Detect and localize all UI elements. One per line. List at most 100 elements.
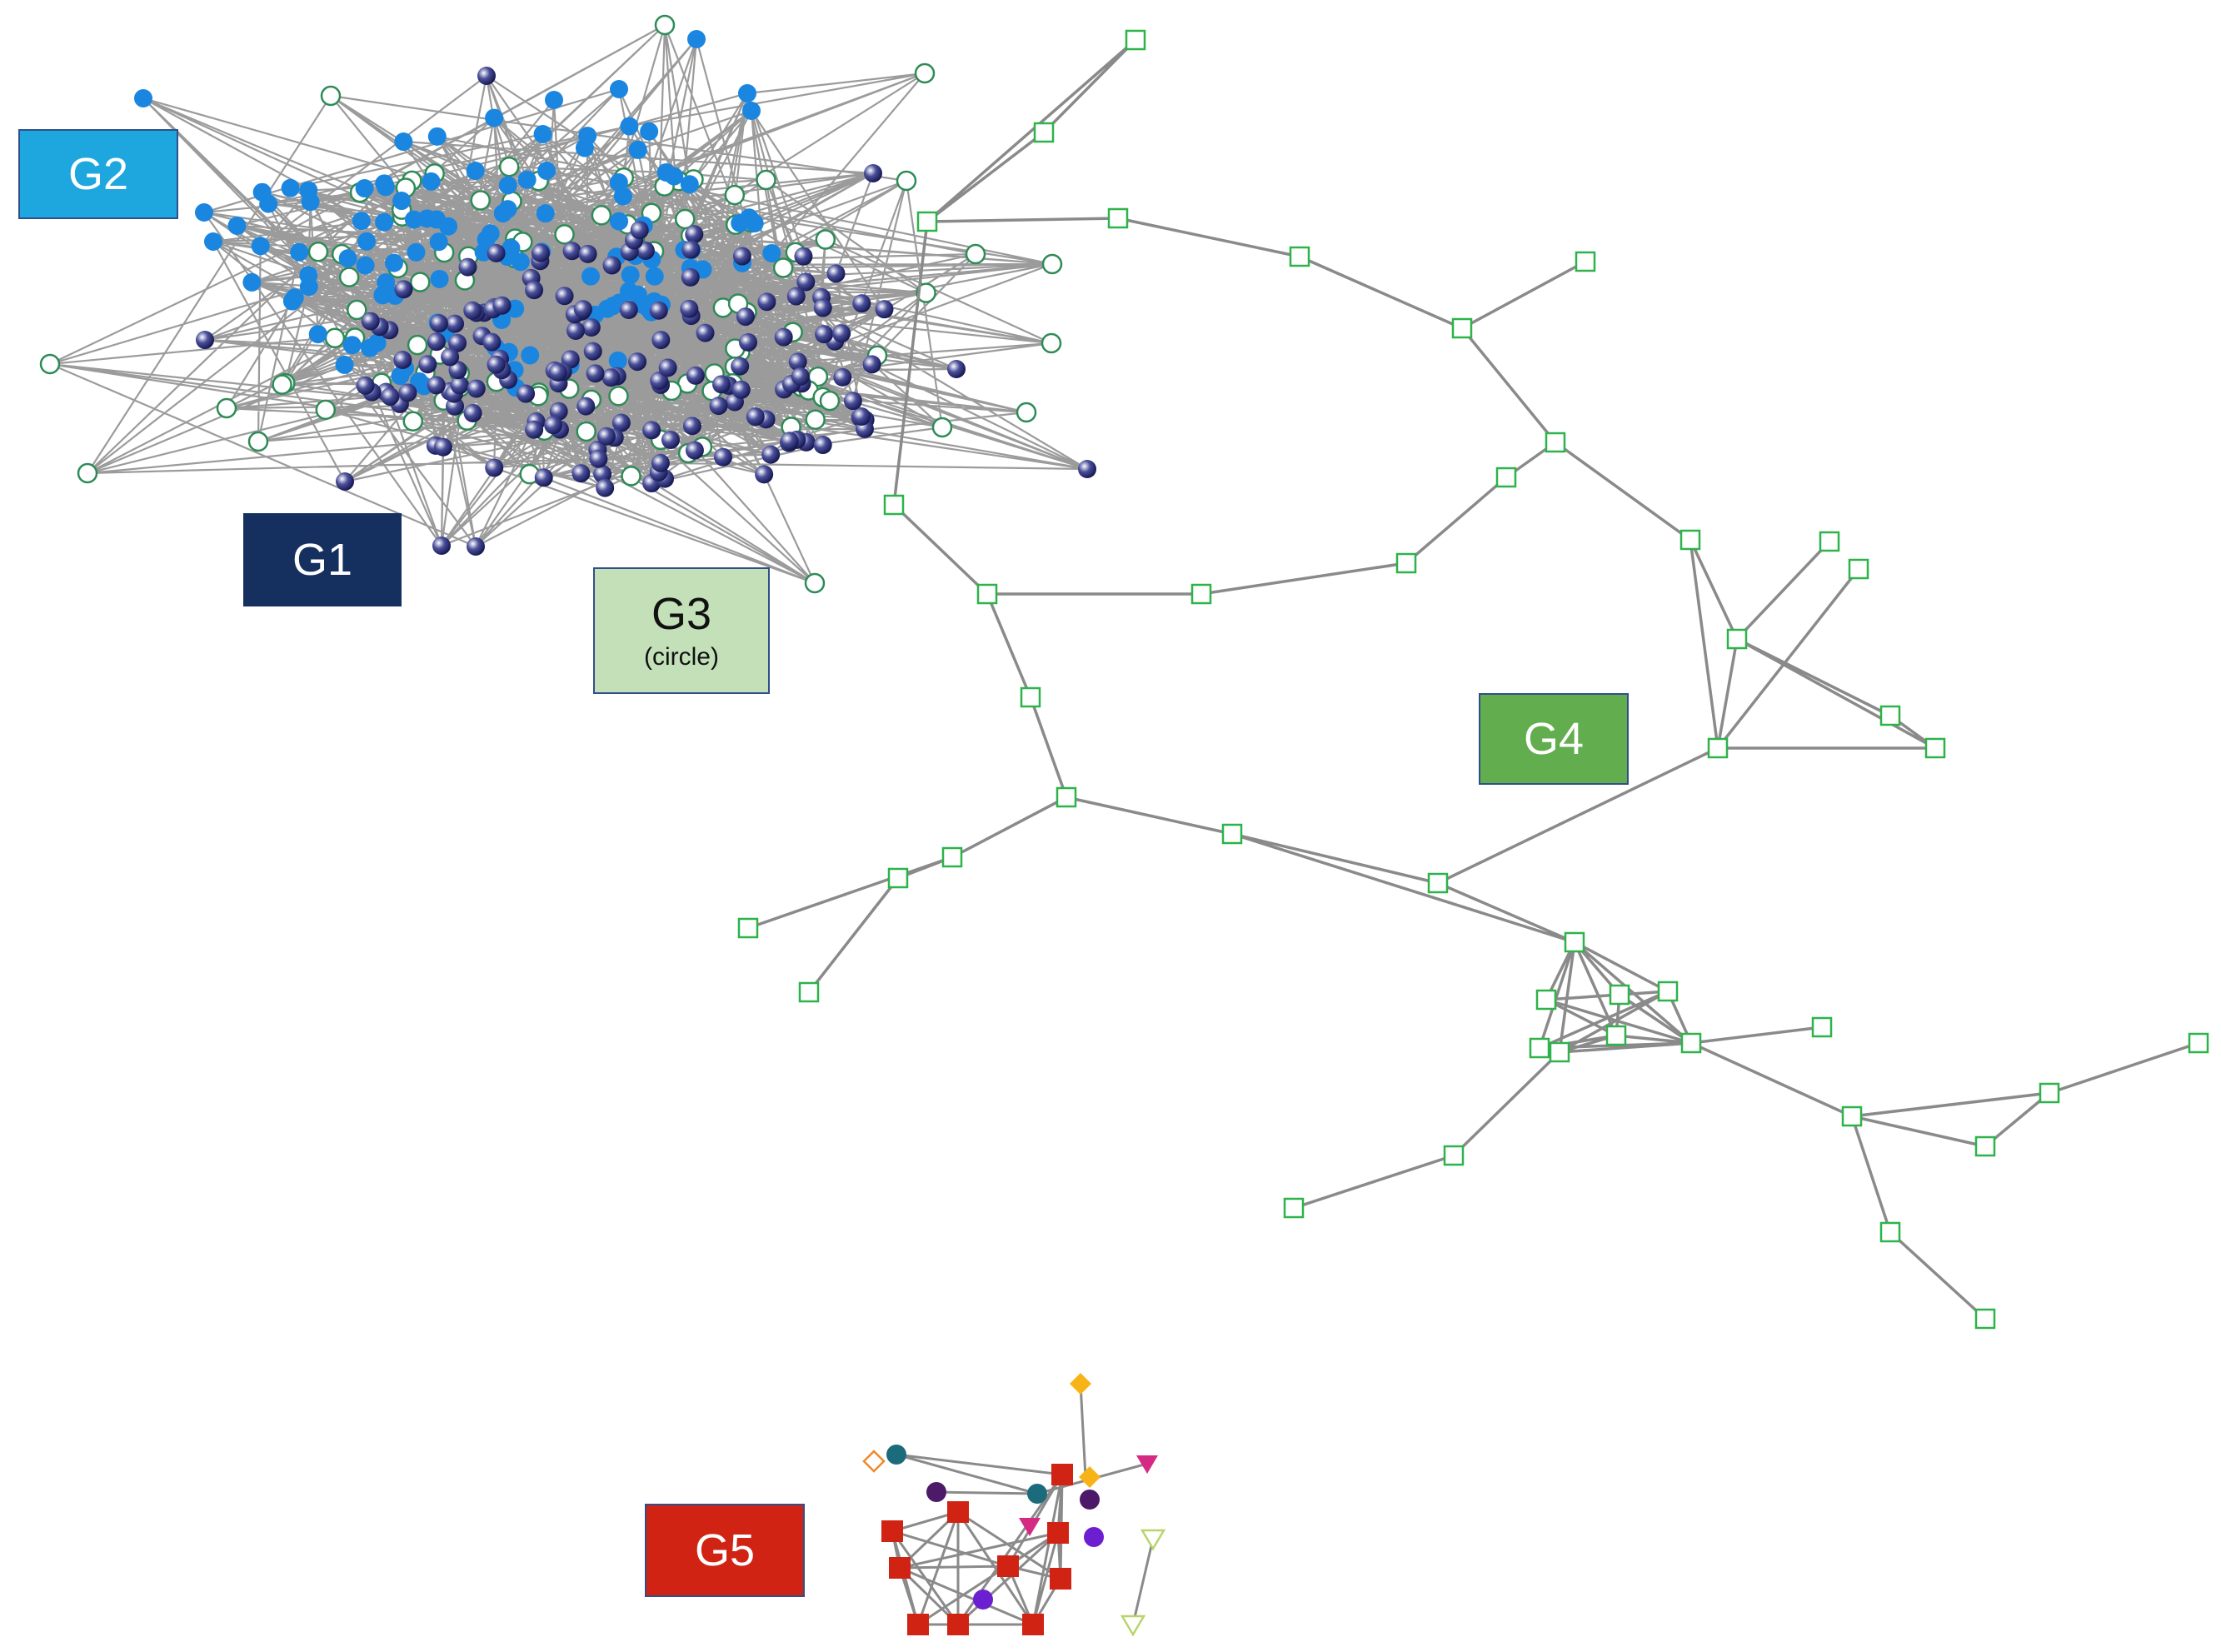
- g2-node: [360, 338, 379, 357]
- g1-node: [813, 436, 832, 455]
- g1-node: [796, 272, 816, 292]
- g3-node: [498, 157, 520, 177]
- g4-node: [1056, 786, 1077, 808]
- g4-node: [1125, 29, 1146, 51]
- g4-node: [1283, 1197, 1305, 1219]
- g2-node: [502, 238, 521, 257]
- g1-node: [736, 307, 755, 327]
- g5-red-node: [907, 1614, 929, 1635]
- g3-node: [674, 208, 696, 230]
- group-label-g5: G5: [645, 1504, 805, 1597]
- g1-node: [458, 257, 477, 277]
- g123-cluster-nodes: [39, 14, 1096, 594]
- g5-teal-node: [1027, 1484, 1047, 1504]
- g1-node: [786, 287, 806, 306]
- g1-node: [573, 300, 592, 319]
- g1-node: [757, 292, 776, 312]
- g4-node: [1020, 686, 1041, 708]
- g2-node: [610, 212, 629, 231]
- g2-node: [308, 325, 327, 344]
- g3-node: [772, 257, 794, 278]
- g1-node: [774, 327, 793, 347]
- g1-node: [864, 164, 882, 182]
- g1-node: [418, 355, 437, 374]
- g1-node: [381, 387, 400, 407]
- g3-node: [896, 170, 917, 192]
- g5-teal-node: [886, 1445, 906, 1465]
- g1-node: [525, 281, 544, 300]
- g2-node: [299, 277, 318, 297]
- g5-red-node: [889, 1557, 911, 1579]
- g2-node: [485, 108, 504, 127]
- g1-node: [571, 464, 591, 483]
- group-label-g4: G4: [1479, 693, 1629, 785]
- g4-node: [1679, 529, 1701, 551]
- group-label-g3-subtext: (circle): [644, 643, 719, 671]
- g2-node: [195, 203, 213, 222]
- g1-node: [548, 362, 567, 382]
- g2-node: [597, 299, 616, 318]
- g3-node: [410, 272, 431, 292]
- g2-node: [357, 232, 377, 251]
- g1-node: [843, 392, 862, 411]
- g1-node: [562, 242, 581, 261]
- g2-node: [537, 162, 556, 181]
- g3-node: [307, 242, 329, 262]
- g1-node: [492, 296, 512, 315]
- group-label-g1-text: G1: [292, 535, 353, 585]
- g1-node: [852, 407, 871, 426]
- g2-node: [352, 212, 371, 231]
- g4-edges: [747, 38, 2199, 1320]
- g1-node: [566, 321, 586, 340]
- g3-node: [324, 327, 346, 349]
- g4-node: [798, 981, 820, 1003]
- g5-red-node: [1022, 1614, 1044, 1635]
- g2-node: [338, 249, 357, 268]
- g2-node: [281, 178, 300, 197]
- g3-node: [608, 386, 629, 407]
- g5-edge-bundle: [891, 1383, 1155, 1626]
- g2-node: [282, 292, 302, 311]
- g1-node: [593, 464, 612, 483]
- g1-node: [482, 332, 502, 352]
- g3-node: [914, 62, 936, 84]
- g3-node: [931, 417, 953, 438]
- g4-node: [1848, 558, 1869, 580]
- g4-node: [941, 846, 963, 868]
- g1-node: [463, 301, 482, 320]
- g1-node: [761, 445, 781, 464]
- g3-node: [1016, 402, 1037, 423]
- group-label-g2: G2: [18, 129, 178, 219]
- g3-node: [1041, 332, 1062, 354]
- g2-node: [645, 267, 664, 286]
- g1-node: [813, 298, 832, 317]
- g2-node: [731, 213, 750, 232]
- g1-node: [755, 465, 774, 484]
- g1-node: [534, 468, 553, 487]
- g3-node: [554, 224, 575, 245]
- g1-node: [394, 280, 413, 299]
- group-label-g2-text: G2: [67, 149, 129, 199]
- g3-node: [39, 353, 61, 375]
- g5-red-node: [881, 1520, 903, 1542]
- g2-node: [417, 209, 437, 228]
- g1-node: [650, 371, 669, 390]
- g1-node: [661, 430, 680, 449]
- g2-node: [375, 212, 394, 232]
- g4-node: [1190, 583, 1212, 605]
- g2-node: [620, 117, 639, 136]
- group-label-g3: G3 (circle): [593, 567, 770, 694]
- g3-node: [576, 421, 596, 442]
- g4-node: [737, 917, 759, 939]
- g2-node: [375, 174, 394, 193]
- g2-node: [259, 194, 278, 213]
- g1-node: [630, 221, 649, 240]
- g4-node: [916, 211, 938, 232]
- g1-node: [680, 299, 699, 318]
- g1-node: [196, 331, 214, 349]
- g1-node: [628, 352, 647, 372]
- g4-node: [1879, 705, 1901, 726]
- g1-node: [681, 267, 700, 287]
- g3-node: [591, 205, 612, 226]
